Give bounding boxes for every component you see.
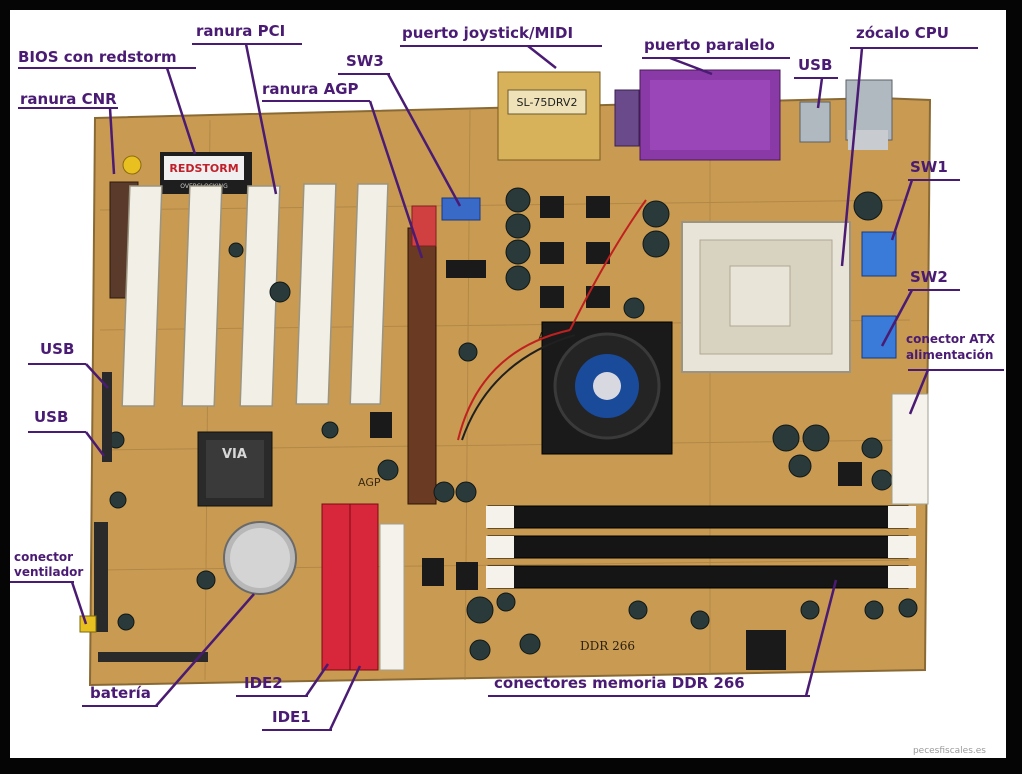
label-usb-left-2: USB <box>34 408 69 426</box>
label-usb-left-1: USB <box>40 340 75 358</box>
label-conector-vent-1: conector <box>14 550 74 564</box>
label-sw1: SW1 <box>910 158 948 176</box>
label-bios: BIOS con redstorm <box>18 48 177 66</box>
label-conector-atx-2: alimentación <box>906 348 994 362</box>
label-ide2: IDE2 <box>244 674 283 692</box>
label-ranura-pci: ranura PCI <box>196 22 286 40</box>
motherboard-illustration: SL-75DRV2 REDSTORM OVERCLOCKING <box>10 43 1004 731</box>
label-ide1: IDE1 <box>272 708 311 726</box>
ddr-print: DDR 266 <box>580 639 635 653</box>
bios-chip-text: REDSTORM <box>169 162 238 175</box>
joystick-port <box>497 71 601 161</box>
sw2-switch <box>861 315 897 359</box>
label-ranura-agp: ranura AGP <box>262 80 359 98</box>
sw1-switch <box>861 231 897 277</box>
label-sw3: SW3 <box>346 52 384 70</box>
label-zocalo-cpu: zócalo CPU <box>856 24 949 42</box>
ide2-connector <box>321 503 351 671</box>
agp-slot <box>407 227 437 505</box>
label-usb-top: USB <box>798 56 833 74</box>
ddr-slots <box>486 505 916 589</box>
joystick-sticker-text: SL-75DRV2 <box>517 96 578 109</box>
callout-underlines <box>10 43 1004 731</box>
agp-print: AGP <box>358 476 381 489</box>
sw3-switch <box>441 197 481 221</box>
label-bateria: batería <box>90 684 151 702</box>
label-puerto-paralelo: puerto paralelo <box>644 36 775 54</box>
usb-header-2 <box>94 522 108 632</box>
label-ddr: conectores memoria DDR 266 <box>494 674 745 692</box>
callout-lines <box>70 43 930 731</box>
fan-connector <box>79 615 97 633</box>
atx-power-connector <box>891 393 929 505</box>
label-conector-vent-2: ventilador <box>14 565 84 579</box>
label-puerto-joystick: puerto joystick/MIDI <box>402 24 574 42</box>
via-logo: VIA <box>222 447 247 462</box>
image-canvas: SL-75DRV2 REDSTORM OVERCLOCKING <box>10 10 1006 758</box>
ide1-connector <box>349 503 379 671</box>
label-sw2: SW2 <box>910 268 948 286</box>
watermark: pecesfiscales.es <box>912 746 986 756</box>
pci-slots <box>121 183 389 407</box>
usb-port-top <box>799 101 831 143</box>
usb-header-1 <box>102 372 112 462</box>
label-ranura-cnr: ranura CNR <box>20 90 117 108</box>
floppy-connector <box>379 523 405 671</box>
label-conector-atx-1: conector ATX <box>906 332 996 346</box>
